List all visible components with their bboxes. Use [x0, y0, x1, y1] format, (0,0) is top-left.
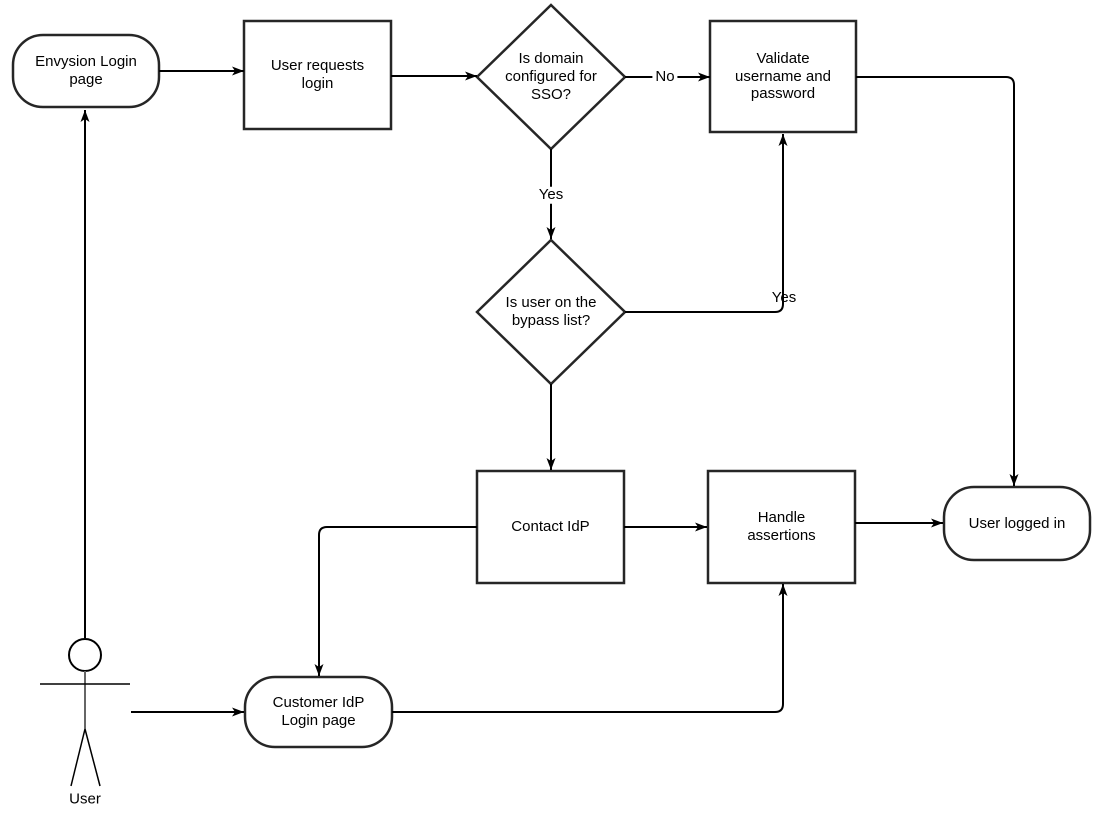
edge-label-yes-domain: Yes: [535, 186, 567, 204]
node-is-user-on-bypass-list-shape: [475, 238, 627, 386]
user-actor-figure: [40, 638, 130, 787]
node-customer-idp-login-page-shape: [243, 675, 394, 749]
edge-customer-idp-to-handle-assertions: [392, 584, 788, 713]
node-is-domain-configured-for-sso-shape: [475, 3, 627, 151]
actor-user-label: User: [69, 790, 101, 808]
edge-contact-idp-to-customer-idp: [314, 526, 477, 676]
edge-validate-to-user-logged-in: [856, 76, 1019, 486]
edge-bypass-yes-to-validate: [625, 134, 788, 313]
node-envysion-login-page-shape: [11, 33, 161, 109]
actor-head-icon: [68, 638, 102, 672]
actor-left-leg-line: [70, 728, 86, 787]
node-user-requests-login-shape: [242, 19, 393, 131]
edge-label-no: No: [652, 68, 678, 86]
edge-label-yes-bypass: Yes: [771, 288, 797, 306]
node-contact-idp-shape: [475, 469, 626, 585]
node-user-logged-in-shape: [942, 485, 1092, 562]
actor-right-leg-line: [84, 728, 101, 787]
node-validate-username-password-shape: [708, 19, 858, 134]
node-handle-assertions-shape: [706, 469, 857, 585]
